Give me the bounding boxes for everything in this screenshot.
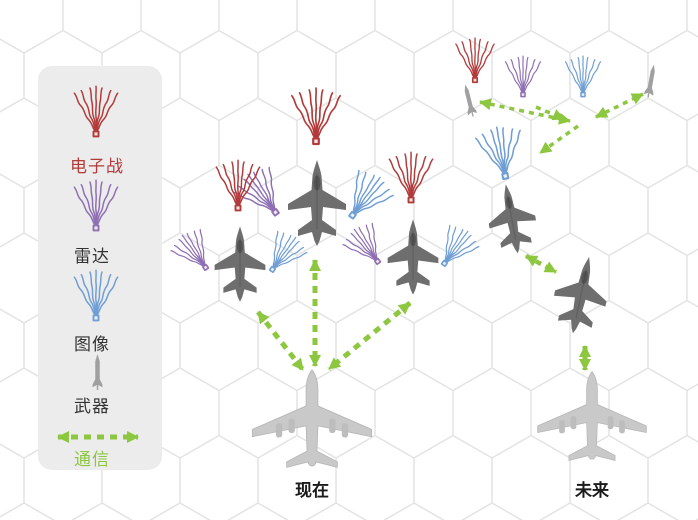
future-mesh-links (479, 92, 644, 155)
legend-panel-bg (38, 66, 162, 470)
present-comm-links (256, 259, 412, 372)
legend-panel: 电子战 雷达 图像 武器 通信 (38, 66, 162, 470)
legend-label-comm: 通信 (74, 450, 110, 469)
comm-link-hub-jet (538, 124, 580, 155)
scenario-future: 未来 (455, 37, 659, 500)
comm-link-hub-weapon (595, 92, 644, 119)
legend-item-ew: 电子战 (70, 85, 124, 176)
legend-label-weapon: 武器 (74, 397, 110, 416)
legend-item-radar: 雷达 (73, 179, 119, 266)
scenario-present: 现在 (167, 87, 483, 500)
legend-item-weapon: 武器 (74, 354, 110, 416)
present-label: 现在 (295, 480, 329, 500)
legend-item-comm: 通信 (57, 431, 139, 469)
comm-link-jet-jet (524, 254, 558, 274)
legend-label-ew: 电子战 (70, 157, 124, 176)
future-label: 未来 (574, 480, 610, 500)
legend-label-image: 图像 (74, 335, 110, 354)
legend-label-radar: 雷达 (74, 247, 110, 266)
legend-item-image: 图像 (73, 269, 119, 354)
comm-link-right-jet (327, 301, 412, 371)
